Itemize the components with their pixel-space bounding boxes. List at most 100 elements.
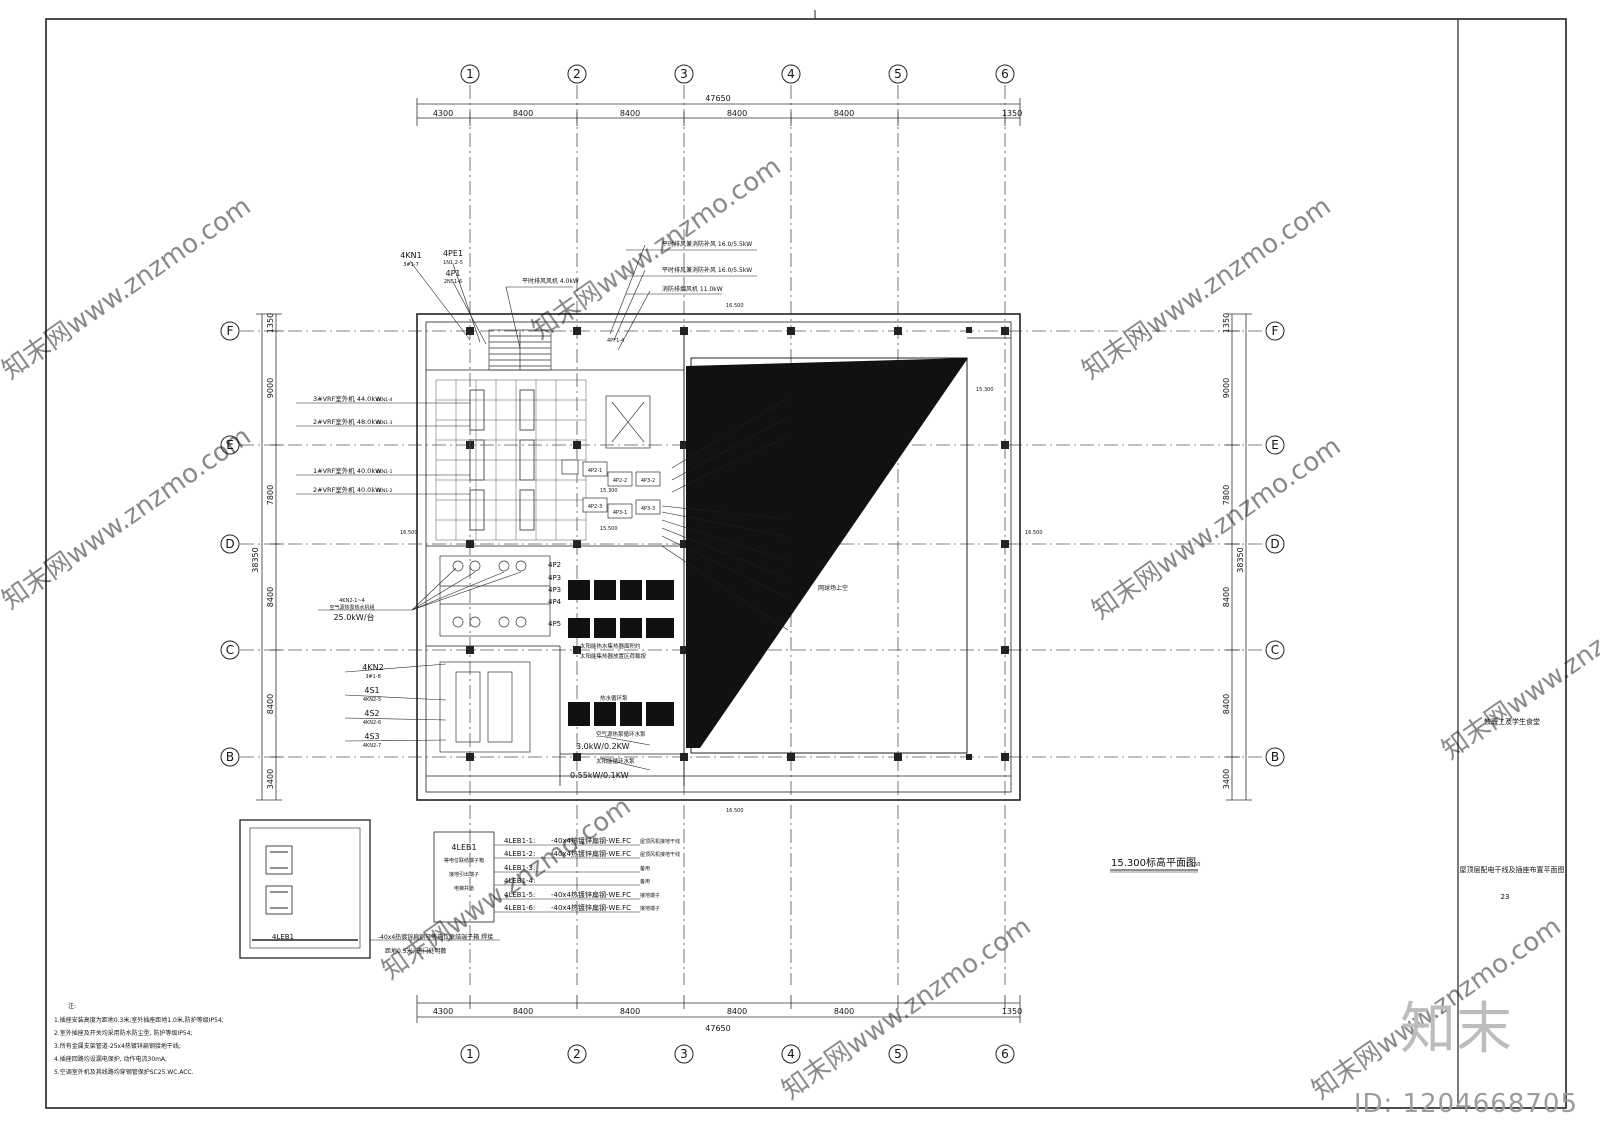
axis-row-E-left: E bbox=[226, 438, 234, 452]
leb-row-2-val: -40x4热镀锌扁钢-WE.FC bbox=[551, 849, 631, 858]
axis-row-D-right: D bbox=[1270, 537, 1279, 551]
top-load-4: 平时排风风机 4.0kW bbox=[522, 277, 579, 285]
note-4: 4.插座回路均设漏电保护, 动作电流30mA; bbox=[54, 1055, 167, 1063]
axis-row-D-left: D bbox=[225, 537, 234, 551]
solar-collectors bbox=[568, 580, 674, 726]
level-left: 16.500 bbox=[400, 530, 418, 536]
watermark-1: 知末网www.znzmo.com bbox=[0, 191, 257, 385]
ap-label-2: 4P3 bbox=[548, 574, 561, 582]
dim-right-2: 9000 bbox=[1222, 378, 1231, 398]
left-load-3: 1#VRF室外机 40.0kW bbox=[313, 466, 382, 475]
dim-top-5: 8400 bbox=[834, 109, 854, 118]
leb-row-5-note: 接地端子 bbox=[640, 892, 660, 899]
left-load-2: 2#VRF室外机 48.0kW bbox=[313, 417, 382, 426]
dim-top-2: 8400 bbox=[513, 109, 533, 118]
leb-row-1-id: 4LEB1-1: bbox=[504, 837, 535, 845]
dim-top-3: 8400 bbox=[620, 109, 640, 118]
dim-bottom-5: 8400 bbox=[834, 1007, 854, 1016]
panel-4pf1: 4PF1-4 bbox=[607, 338, 624, 344]
panel-4pe1: 4PE1 bbox=[443, 249, 463, 258]
plan-scale: 1:150 bbox=[1186, 862, 1200, 868]
title-drawing: 屋顶层配电干线及插座布置平面图 bbox=[1460, 865, 1565, 874]
leb-title: 4LEB1 bbox=[451, 843, 476, 852]
axis-col-1-top: 1 bbox=[466, 67, 474, 81]
left-load-1-code: 4KN1-4 bbox=[376, 397, 393, 403]
leb-row-6-note: 接地端子 bbox=[640, 905, 660, 912]
axis-col-6-bottom: 6 bbox=[1001, 1047, 1009, 1061]
dim-bottom-4: 8400 bbox=[727, 1007, 747, 1016]
detail-label: 4LEB1 bbox=[272, 933, 294, 941]
axis-row-B-right: B bbox=[1271, 750, 1279, 764]
dim-right-4: 8400 bbox=[1222, 587, 1231, 607]
note-5: 5.空调室外机及其线路均穿钢管保护SC25.WC.ACC. bbox=[54, 1068, 194, 1076]
air-source-heat-pumps bbox=[439, 555, 551, 637]
dim-top-4: 8400 bbox=[727, 109, 747, 118]
level-bottom: 16.500 bbox=[726, 808, 744, 814]
roof-skylight-wedge bbox=[686, 358, 968, 748]
right-load-2: 排烟补风风机 7.5kW bbox=[724, 409, 781, 417]
left-load-4-code: 4KN1-2 bbox=[376, 488, 393, 494]
small-panel-4p3-3: 4P3-3 bbox=[641, 506, 655, 512]
small-panels bbox=[561, 459, 661, 519]
left-load-2-code: 4KN1-3 bbox=[376, 420, 393, 426]
leb-row-1-val: -40x4热镀锌扁钢-WE.FC bbox=[551, 836, 631, 845]
panel-4p1-sub: 2N51-6 bbox=[444, 279, 462, 285]
dim-right-3: 7800 bbox=[1222, 485, 1231, 505]
right-load-9: 平时排风风机 11.0kW bbox=[720, 622, 781, 630]
dim-left-1: 1350 bbox=[266, 313, 275, 333]
top-load-1: 平时排风兼消防补风 16.0/5.5kW bbox=[662, 240, 752, 248]
ap-label-3: 4P3 bbox=[548, 586, 561, 594]
drawing-frame bbox=[45, 18, 1567, 1109]
level-mid: 15.300 bbox=[600, 488, 618, 494]
leb-row-4-id: 4LEB1-4: bbox=[504, 877, 535, 885]
note-1: 1.插座安装高度为距地0.3米;室外插座距地1.0米,防护等级IP54; bbox=[54, 1016, 224, 1024]
solar-note-2: 太阳能集热器放置区荷载按 bbox=[580, 652, 647, 660]
panel-4s1: 4S1 bbox=[364, 686, 379, 695]
stair bbox=[488, 329, 552, 371]
panel-4pe1-sub: 1N1.2-5 bbox=[443, 260, 463, 266]
dim-right-5: 8400 bbox=[1222, 694, 1231, 714]
watermark-logo: 知末 bbox=[1400, 997, 1512, 1062]
vrf-units bbox=[435, 379, 587, 541]
axis-row-B-left: B bbox=[226, 750, 234, 764]
axis-col-2-top: 2 bbox=[573, 67, 581, 81]
panel-4kn2: 4KN2 bbox=[362, 663, 383, 672]
leb-row-4-note: 备用 bbox=[640, 878, 650, 885]
dim-total-right: 38350 bbox=[1236, 547, 1245, 572]
plan-title: 15.300标高平面图 bbox=[1111, 856, 1196, 869]
left-load-3-code: 4KN1-1 bbox=[376, 469, 393, 475]
watermarks: 知末网www.znzmo.com 知末网www.znzmo.com 知末网www… bbox=[0, 151, 1600, 1105]
right-load-7: 平时排风风机 11.0kW bbox=[720, 571, 781, 579]
leb-row-6-id: 4LEB1-6: bbox=[504, 904, 535, 912]
leb-box-line-2: 接地引出端子 bbox=[449, 871, 479, 878]
leb-box-line-1: 等电位联结端子箱 bbox=[444, 857, 484, 864]
left-load-4: 2#VRF室外机 40.0kW bbox=[313, 485, 382, 494]
leb-row-6-val: -40x4热镀锌扁钢-WE.FC bbox=[551, 903, 631, 912]
dim-bottom-1: 4300 bbox=[433, 1007, 453, 1016]
leb-box bbox=[433, 831, 495, 923]
dim-bottom-3: 8400 bbox=[620, 1007, 640, 1016]
dim-total-top: 47650 bbox=[705, 94, 730, 103]
note-2: 2.室外插座及开关均采用防水防尘型, 防护等级IP54; bbox=[54, 1029, 193, 1037]
axis-row-E-right: E bbox=[1271, 438, 1279, 452]
level-top: 16.500 bbox=[726, 303, 744, 309]
axis-bubbles bbox=[220, 64, 1285, 1064]
axis-col-1-bottom: 1 bbox=[466, 1047, 474, 1061]
watermark-6: 知末网www.znzmo.com bbox=[1437, 571, 1600, 765]
panel-4s3-sub: 4KN2-7 bbox=[363, 743, 381, 749]
pump-note: 热水循环泵 bbox=[600, 694, 628, 702]
level-mid-2: 15.500 bbox=[600, 526, 618, 532]
water-tank-area bbox=[439, 395, 651, 753]
small-panel-4p3-2: 4P3-2 bbox=[641, 478, 655, 484]
detail-note-2: 距地0.5米, 进门处明敷 bbox=[385, 947, 446, 955]
dim-total-left: 38350 bbox=[251, 547, 260, 572]
dim-left-2: 9000 bbox=[266, 378, 275, 398]
pump-2-power: 0.55kW/0.1KW bbox=[570, 771, 629, 780]
small-panel-4p2-2: 4P2-2 bbox=[613, 478, 627, 484]
leb-row-1-note: 屋顶风机接地干线 bbox=[640, 838, 680, 845]
right-load-5: 平时排风风机 11.0kW bbox=[720, 529, 781, 537]
panel-4kn1-sub: 3#1-7 bbox=[403, 262, 419, 268]
ap-label-5: 4P5 bbox=[548, 620, 561, 628]
watermark-2: 知末网www.znzmo.com bbox=[0, 421, 257, 615]
